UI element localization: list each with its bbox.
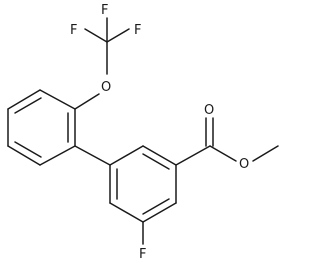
ring-bond: [39, 89, 76, 110]
ring-bond: [142, 202, 177, 223]
methyl-ester-group: [175, 117, 279, 166]
atom-o: O: [204, 103, 214, 118]
atom-f: F: [134, 23, 141, 38]
fluorobenzoate-ring: [109, 145, 177, 223]
ring-bond: [109, 202, 144, 223]
ring-double-bond: [142, 198, 170, 215]
molecule-drawing: F F F O O O F: [7, 3, 279, 262]
atom-f: F: [101, 3, 108, 18]
ring-double-bond: [142, 153, 170, 170]
atom-o: O: [101, 80, 111, 95]
bond-ring-carbonyl: [175, 145, 211, 166]
atom-f: F: [139, 247, 146, 262]
ring-double-bond: [14, 97, 42, 114]
bond-o-aryl: [74, 93, 100, 110]
bond-c-o-ester: [209, 145, 237, 162]
ring-bond: [109, 145, 144, 166]
ring-bond: [7, 89, 41, 110]
ring-bond: [142, 145, 177, 166]
structure-diagram: F F F O O O F: [7, 3, 279, 262]
bond-biaryl: [74, 145, 111, 166]
bond-o-methyl: [252, 145, 279, 162]
atom-f: F: [70, 23, 77, 38]
bond-c-f-left: [84, 28, 108, 43]
bond-c-f-right: [106, 28, 130, 43]
atom-o: O: [239, 157, 249, 172]
phenyl-ring: [7, 89, 76, 166]
trifluoromethyl-group: [84, 17, 130, 75]
ring-bond: [7, 145, 41, 166]
ring-bond: [39, 145, 76, 166]
ring-double-bond: [14, 141, 42, 158]
